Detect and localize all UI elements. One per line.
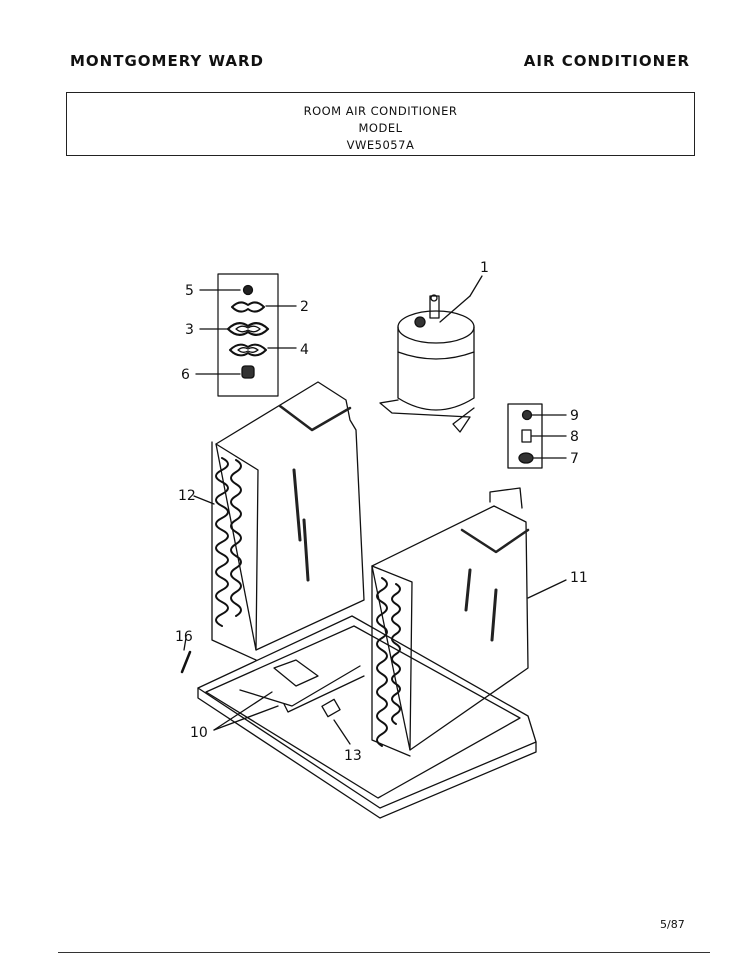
mount-hardware-card [195, 273, 297, 397]
base-pan [180, 615, 537, 819]
callout-8: 8 [570, 429, 579, 445]
product-category: AIR CONDITIONER [523, 52, 690, 70]
callout-7: 7 [570, 451, 579, 467]
bottom-rule [58, 952, 710, 953]
callout-11: 11 [570, 570, 588, 586]
callout-10: 10 [190, 725, 208, 741]
callout-6: 6 [181, 367, 190, 383]
callout-12: 12 [178, 488, 196, 504]
title-line-model-label: MODEL [358, 121, 403, 135]
callout-13: 13 [344, 748, 362, 764]
valve-hardware-card [507, 403, 567, 469]
brand-name: MONTGOMERY WARD [70, 52, 264, 70]
title-line-model-number: VWE5057A [346, 138, 415, 152]
callout-2: 2 [300, 299, 309, 315]
evaporator-coil [193, 381, 365, 661]
condenser-coil [371, 487, 567, 757]
compressor [379, 275, 483, 433]
revision-date: 5/87 [660, 918, 685, 931]
callout-3: 3 [185, 322, 194, 338]
callout-5: 5 [185, 283, 194, 299]
title-box: ROOM AIR CONDITIONER MODEL VWE5057A [66, 92, 695, 156]
title-line-product: ROOM AIR CONDITIONER [303, 104, 458, 118]
callout-4: 4 [300, 342, 309, 358]
callout-9: 9 [570, 408, 579, 424]
callout-1: 1 [480, 260, 489, 276]
callout-16: 16 [175, 629, 193, 645]
